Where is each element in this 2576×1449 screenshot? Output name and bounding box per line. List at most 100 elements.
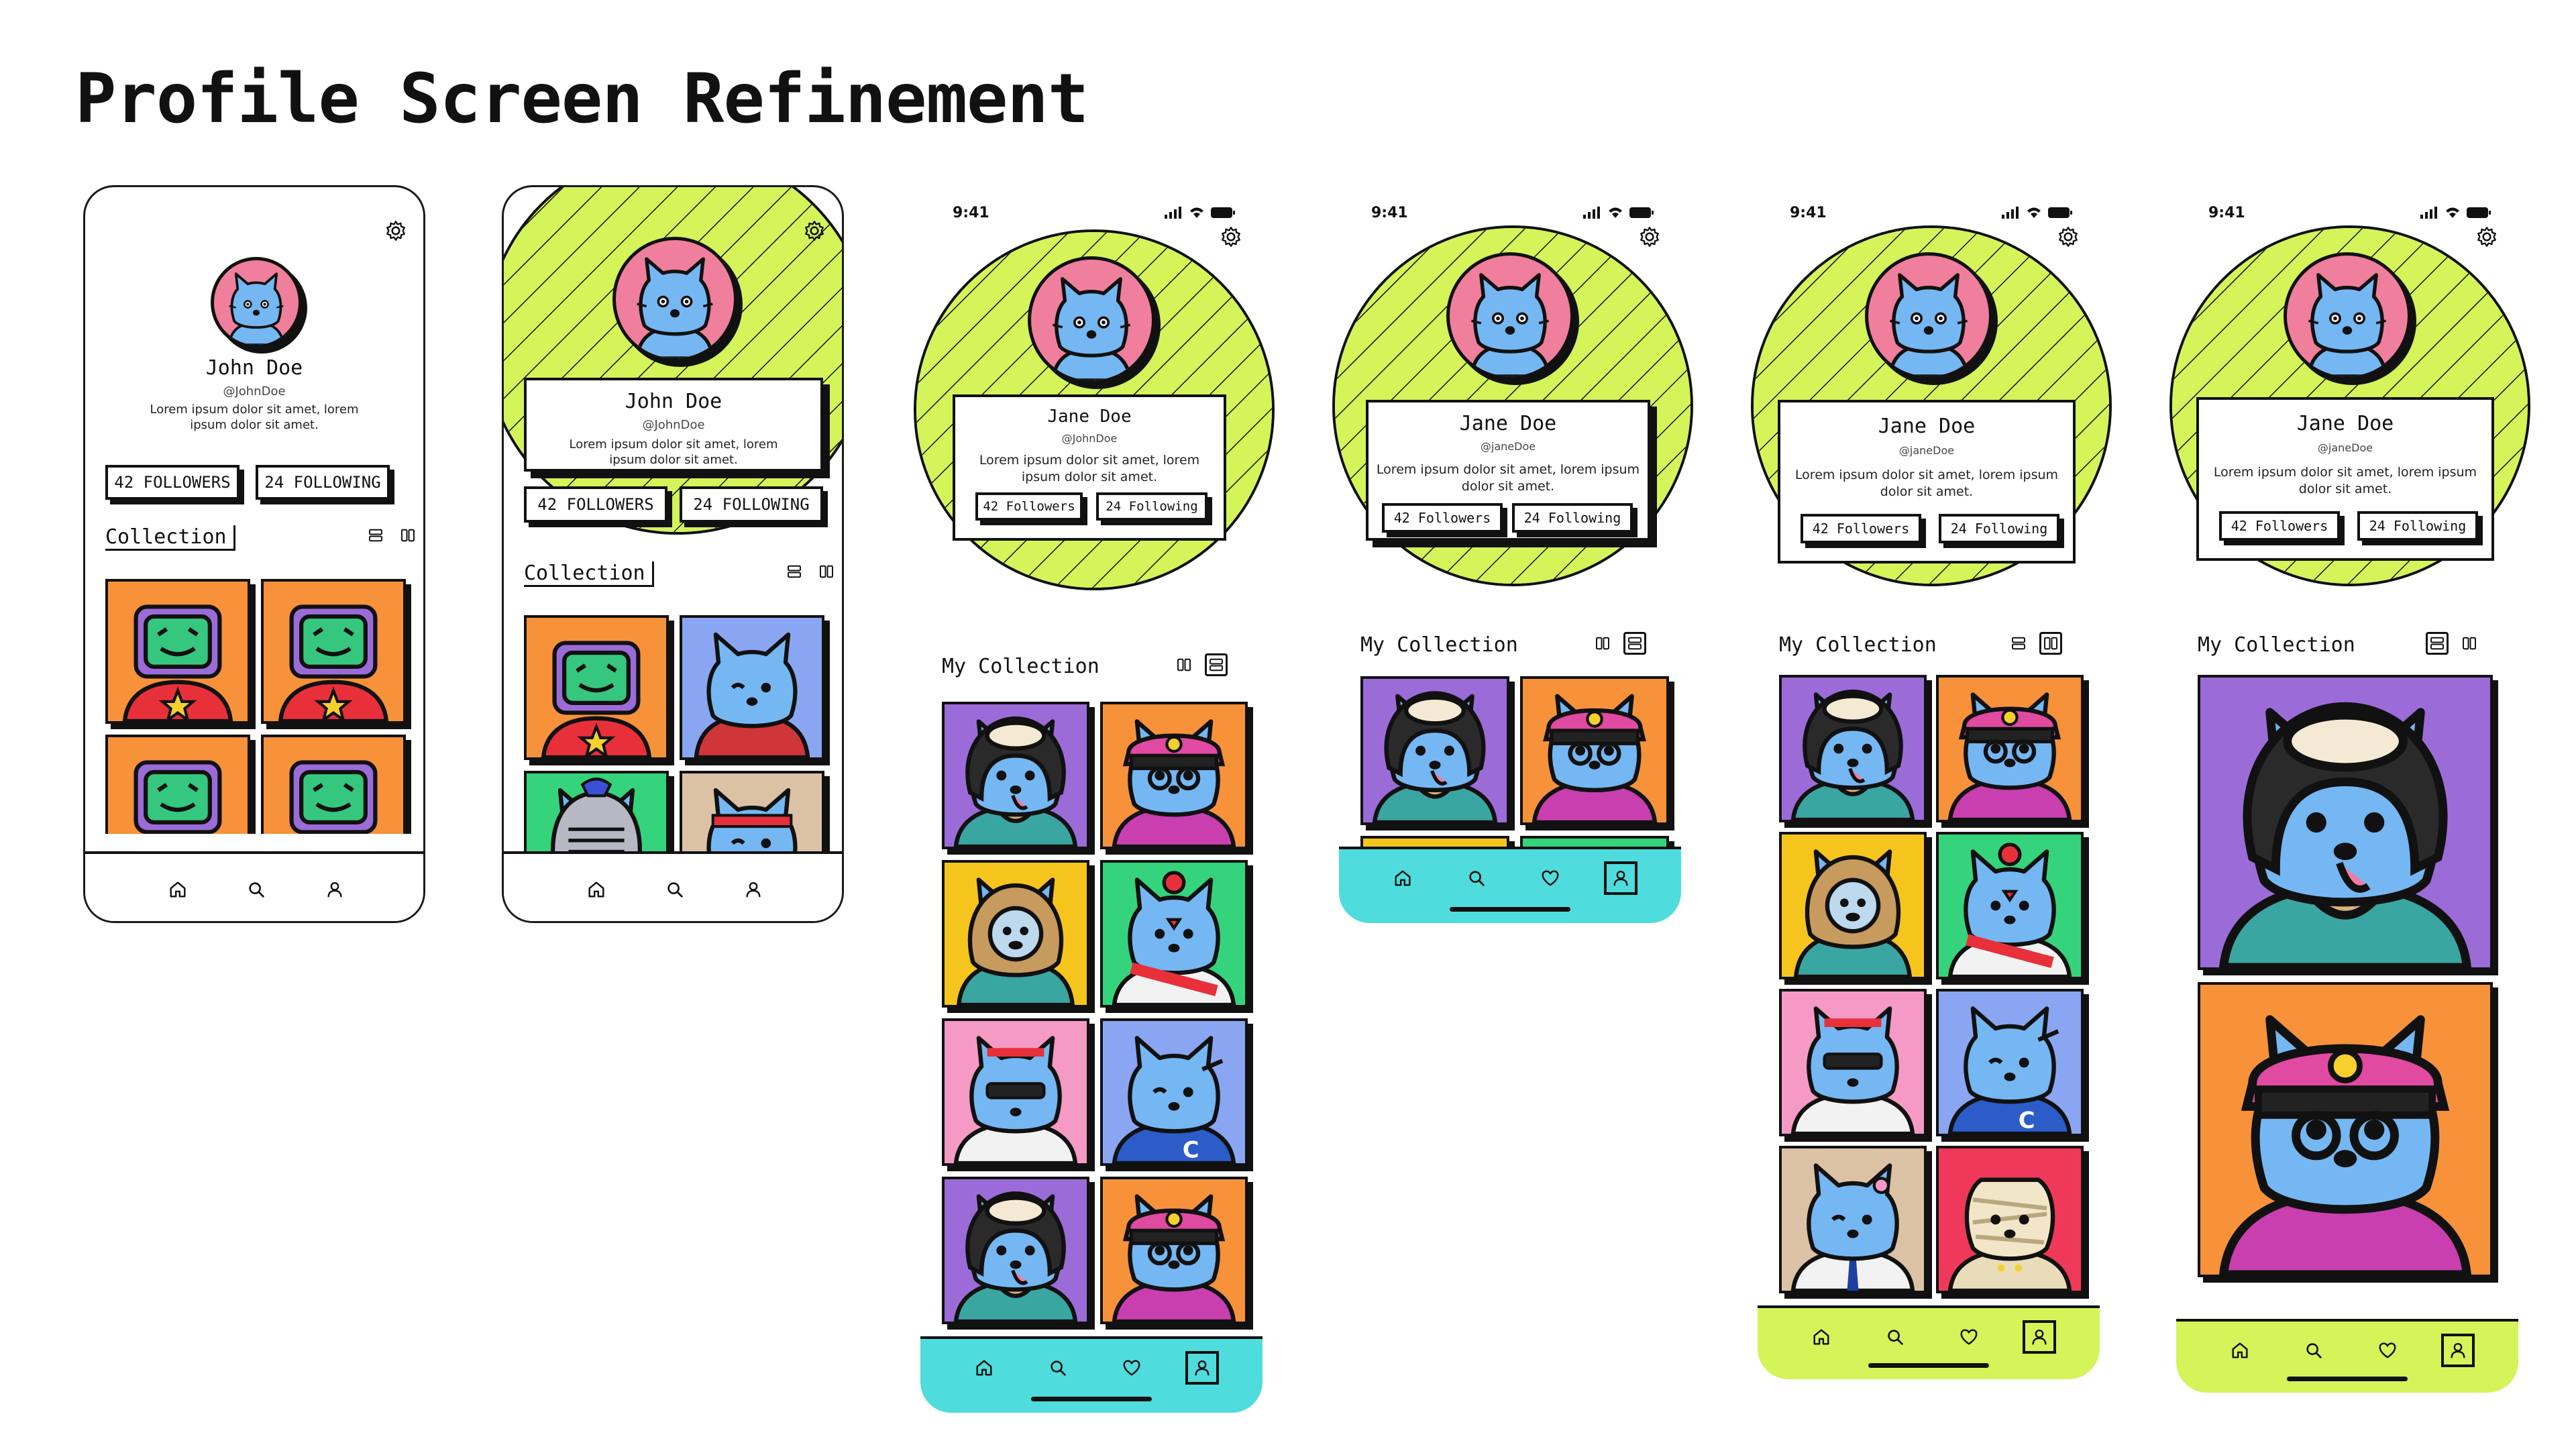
search-icon[interactable]: [236, 869, 276, 910]
avatar[interactable]: [612, 237, 737, 362]
collection-item[interactable]: C: [1100, 1018, 1248, 1166]
followers-button[interactable]: 42 Followers: [2219, 511, 2340, 541]
collection-item[interactable]: [942, 860, 1089, 1008]
profile-handle: @janeDoe: [1480, 440, 1536, 453]
search-icon[interactable]: [655, 869, 695, 910]
list-view-icon[interactable]: [783, 560, 806, 583]
collection-title: My Collection: [942, 655, 1099, 678]
collection-item[interactable]: [2198, 982, 2493, 1277]
collection-item[interactable]: [1360, 676, 1509, 825]
home-icon[interactable]: [1801, 1317, 1841, 1357]
collection-item[interactable]: [1779, 1146, 1927, 1293]
search-icon[interactable]: [1038, 1348, 1078, 1388]
collection-item[interactable]: [1779, 832, 1927, 979]
avatar[interactable]: [1446, 252, 1574, 380]
collection-item[interactable]: [1779, 989, 1927, 1136]
list-view-icon[interactable]: [2426, 632, 2449, 655]
following-button[interactable]: 24 Following: [1096, 492, 1208, 521]
gear-icon[interactable]: [384, 219, 407, 242]
following-button[interactable]: 24 FOLLOWING: [680, 486, 823, 523]
home-icon[interactable]: [2220, 1330, 2260, 1371]
following-button[interactable]: 24 FOLLOWING: [256, 465, 390, 500]
collection-item[interactable]: [680, 615, 824, 760]
heart-icon[interactable]: [1949, 1317, 1989, 1357]
gear-icon[interactable]: [803, 219, 826, 242]
collection-item[interactable]: [942, 702, 1089, 849]
followers-button[interactable]: 42 Followers: [975, 492, 1083, 521]
collection-item[interactable]: [261, 579, 406, 724]
heart-icon[interactable]: [1530, 858, 1570, 898]
profile-name: Jane Doe: [1459, 412, 1557, 435]
search-icon[interactable]: [1875, 1317, 1915, 1357]
profile-icon[interactable]: [1604, 861, 1638, 895]
grid-view-icon[interactable]: [396, 524, 419, 547]
home-icon[interactable]: [158, 869, 198, 910]
status-icons: [1583, 207, 1654, 219]
collection-item[interactable]: [942, 1177, 1089, 1324]
collection-item[interactable]: [1520, 676, 1669, 825]
profile-icon[interactable]: [1185, 1351, 1219, 1385]
home-icon[interactable]: [964, 1348, 1004, 1388]
collection-item[interactable]: [1779, 675, 1927, 822]
collection-item[interactable]: [1100, 860, 1248, 1008]
profile-icon[interactable]: [2023, 1320, 2056, 1354]
gear-icon[interactable]: [2057, 225, 2080, 248]
collection-title: Collection: [105, 525, 235, 551]
gear-icon[interactable]: [2475, 225, 2498, 248]
grid-view-icon[interactable]: [815, 560, 838, 583]
followers-button[interactable]: 42 Followers: [1801, 514, 1921, 543]
status-bar: 9:41: [1790, 203, 2073, 223]
avatar[interactable]: [211, 257, 302, 348]
profile-icon[interactable]: [733, 869, 773, 910]
profile-icon[interactable]: [2441, 1334, 2475, 1367]
collection-item[interactable]: [105, 579, 250, 724]
following-button[interactable]: 24 Following: [1512, 503, 1633, 533]
profile-handle: @janeDoe: [2317, 441, 2373, 454]
followers-button[interactable]: 42 FOLLOWERS: [524, 486, 667, 523]
collection-item[interactable]: [105, 735, 250, 834]
search-icon[interactable]: [2294, 1330, 2334, 1371]
grid-view-icon[interactable]: [2039, 632, 2062, 655]
collection-item[interactable]: [1100, 702, 1248, 849]
avatar[interactable]: [1028, 256, 1155, 384]
grid-view-icon[interactable]: [1173, 653, 1195, 676]
following-button[interactable]: 24 Following: [1939, 514, 2059, 543]
avatar[interactable]: [2284, 252, 2411, 380]
profile-icon[interactable]: [315, 869, 355, 910]
grid-view-icon[interactable]: [1591, 632, 1614, 655]
collection-item[interactable]: [942, 1018, 1089, 1166]
collection-item[interactable]: [261, 735, 406, 834]
home-indicator: [2287, 1377, 2408, 1381]
home-icon[interactable]: [1383, 858, 1423, 898]
list-view-icon[interactable]: [1205, 653, 1228, 676]
list-view-icon[interactable]: [364, 524, 387, 547]
followers-button[interactable]: 42 Followers: [1382, 503, 1503, 533]
grid-view-icon[interactable]: [2458, 632, 2481, 655]
heart-icon[interactable]: [2367, 1330, 2408, 1371]
heart-icon[interactable]: [1112, 1348, 1152, 1388]
gear-icon[interactable]: [1220, 225, 1242, 248]
followers-button[interactable]: 42 FOLLOWERS: [105, 465, 239, 500]
following-button[interactable]: 24 Following: [2357, 511, 2478, 541]
collection-item[interactable]: [1936, 832, 2084, 979]
collection-item[interactable]: [524, 615, 669, 760]
view-toggle: [1173, 653, 1228, 676]
search-icon[interactable]: [1456, 858, 1497, 898]
gear-icon[interactable]: [1638, 225, 1661, 248]
collection-item[interactable]: [2198, 675, 2493, 970]
collection-item[interactable]: [1936, 1146, 2084, 1293]
home-indicator: [1868, 1363, 1989, 1368]
collection-item[interactable]: [524, 771, 669, 851]
avatar[interactable]: [1865, 252, 1992, 380]
collection-item[interactable]: [1936, 675, 2084, 822]
collection-item[interactable]: [680, 771, 824, 851]
list-view-icon[interactable]: [2007, 632, 2030, 655]
collection-item[interactable]: C: [1936, 989, 2084, 1136]
list-view-icon[interactable]: [1623, 632, 1646, 655]
collection-item[interactable]: [1100, 1177, 1248, 1324]
home-icon[interactable]: [576, 869, 616, 910]
